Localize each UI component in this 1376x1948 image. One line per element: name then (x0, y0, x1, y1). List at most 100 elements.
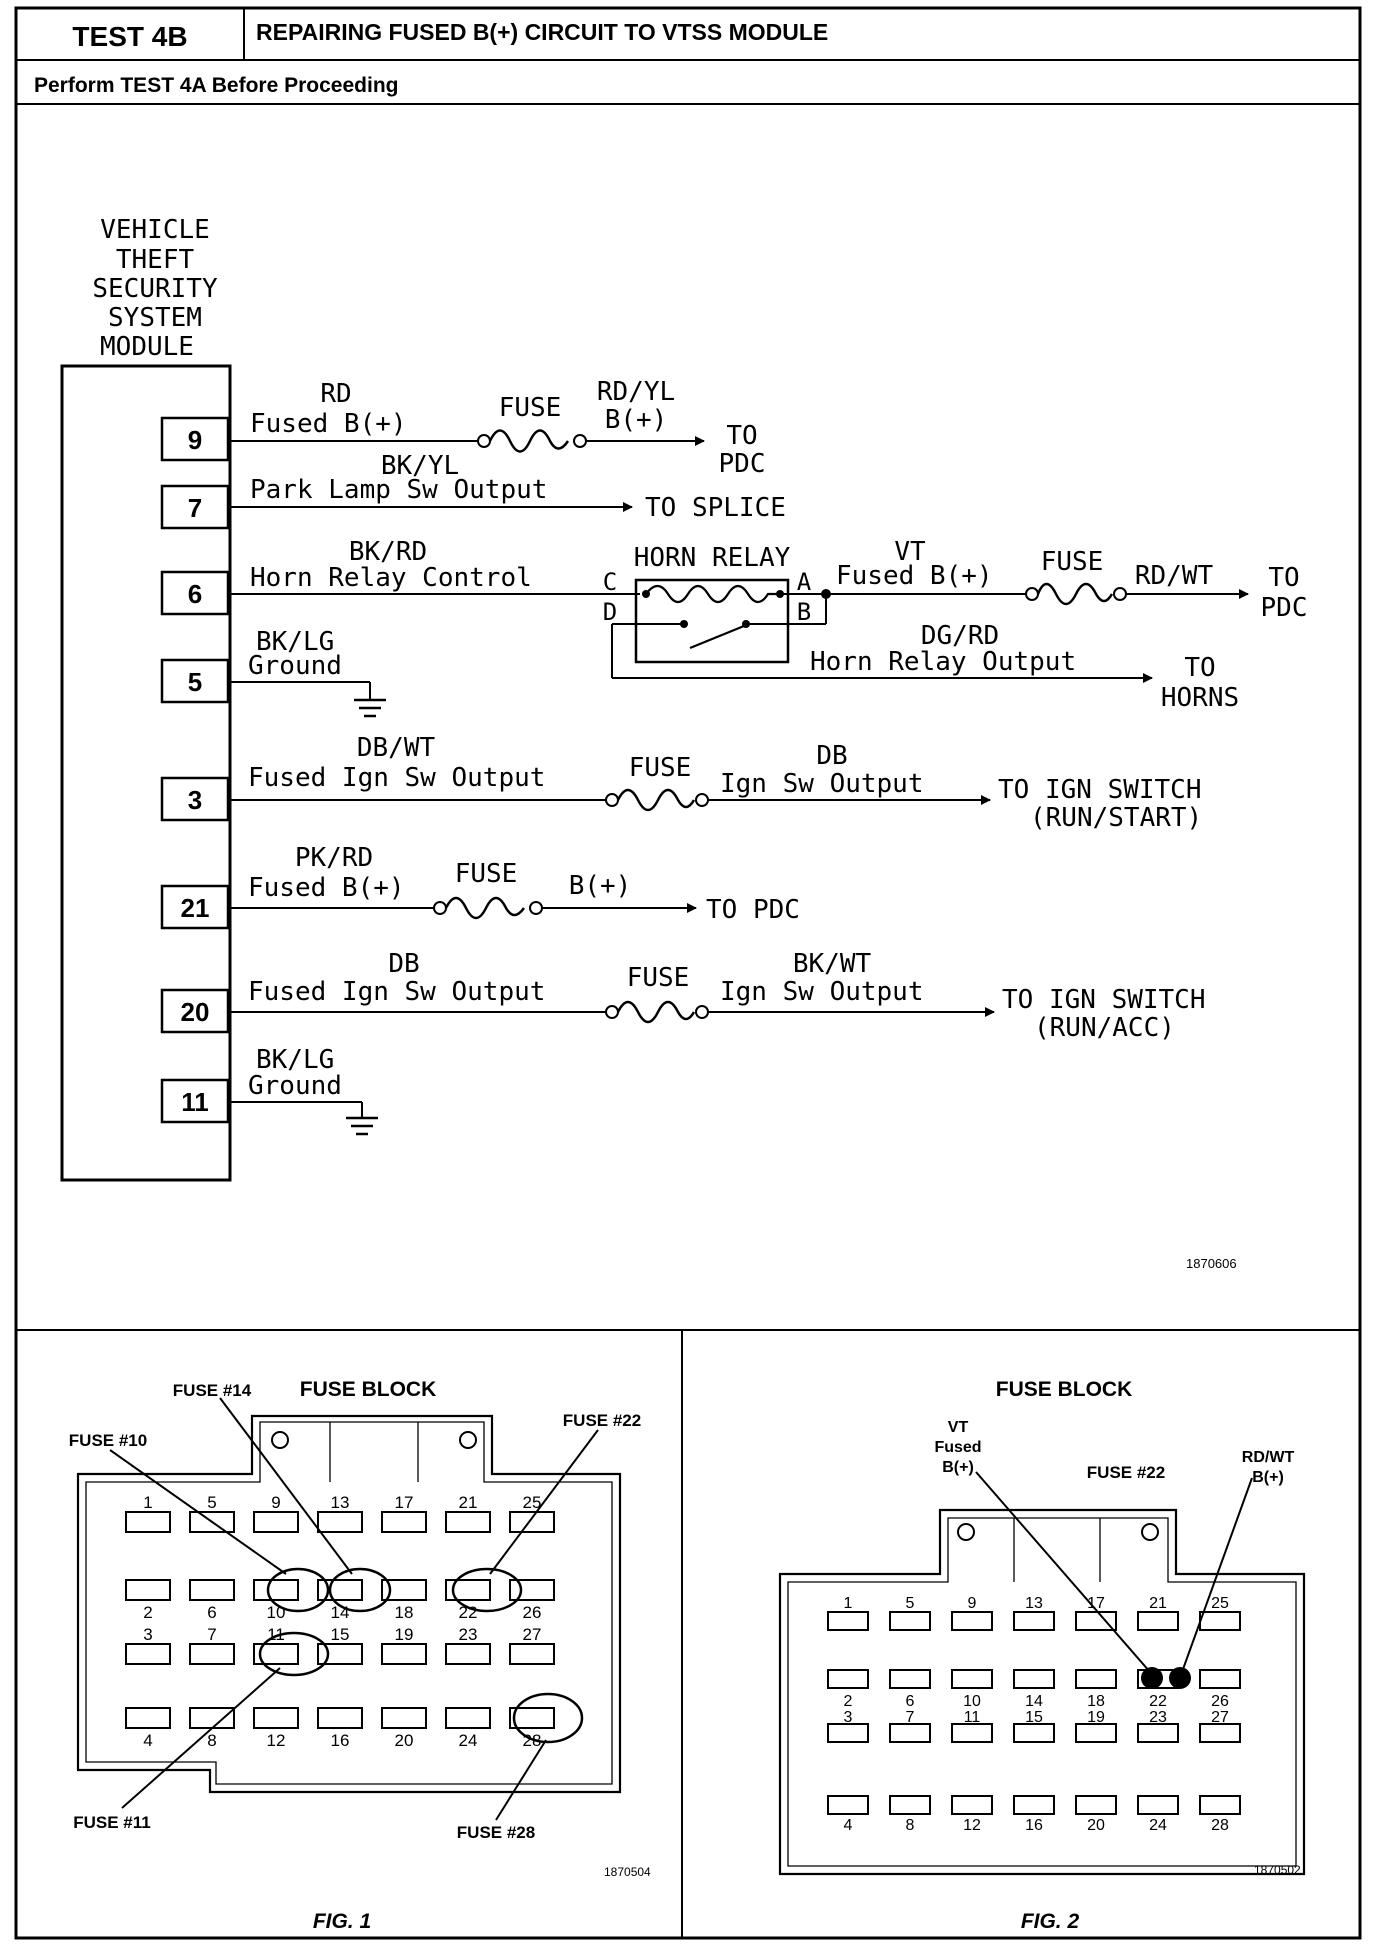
fuse-slot-number: 21 (459, 1493, 478, 1512)
destination: TO (726, 421, 757, 451)
fig1-highlight-22 (451, 1567, 523, 1613)
circuit-pin-7: BK/YL Park Lamp Sw Output TO SPLICE (230, 451, 786, 523)
circuit-pin-20: DB Fused Ign Sw Output FUSE BK/WT Ign Sw… (230, 949, 1206, 1043)
fig1-figure-number: 1870504 (604, 1865, 651, 1879)
fuse-slot (317, 1579, 363, 1601)
fig1-callout: FUSE #10 (69, 1431, 147, 1450)
destination: TO IGN SWITCH (1002, 985, 1206, 1015)
vtss-module (60, 364, 232, 1182)
fuse-slot (1013, 1795, 1055, 1815)
destination: (RUN/START) (1030, 803, 1202, 833)
fig2-title: FUSE BLOCK (996, 1378, 1133, 1401)
fig1-highlight-10 (266, 1567, 330, 1613)
circuit-name: Horn Relay Output (810, 647, 1076, 677)
circuit-name: Ground (248, 651, 342, 681)
fuse-slot (1013, 1611, 1055, 1631)
terminal-b: B (797, 598, 811, 626)
fuse-slot-number: 8 (906, 1817, 915, 1834)
relay-switch-arm (689, 624, 745, 650)
fig1-callout: FUSE #11 (73, 1813, 151, 1832)
circuit-pin-3: DB/WT Fused Ign Sw Output FUSE DB Ign Sw… (230, 733, 1202, 833)
fuse-slot (951, 1723, 993, 1743)
pin-box-7 (160, 484, 230, 530)
fuse-slot (509, 1511, 555, 1533)
pin-number: 6 (188, 579, 202, 609)
fuse-slot (509, 1579, 555, 1601)
fuse-slot (1199, 1669, 1241, 1689)
fuse-slot-number: 9 (271, 1493, 280, 1512)
fig2-mount-hole (1141, 1523, 1159, 1541)
wire-color: RD (320, 379, 351, 409)
fuse-symbol (488, 429, 570, 453)
fig1-leader (489, 1429, 599, 1575)
fig1-mount-hole (271, 1431, 289, 1449)
pin-box-11 (160, 1078, 230, 1124)
fuse-slot-number: 22 (1149, 1693, 1167, 1710)
fig2-block-outline (778, 1508, 1306, 1876)
fig1-leader (121, 1667, 281, 1809)
pin-number: 7 (188, 493, 202, 523)
fuse-slot (445, 1643, 491, 1665)
fuse-label: FUSE (629, 753, 692, 783)
fuse-slot (317, 1707, 363, 1729)
fuse-slot (889, 1723, 931, 1743)
fig2-callout: Fused (934, 1439, 981, 1456)
fuse-slot (1137, 1795, 1179, 1815)
fuse-slot-number: 15 (1025, 1709, 1043, 1726)
fuse-symbol (616, 1000, 696, 1024)
fuse-slot-number: 7 (207, 1625, 216, 1644)
fuse-slot-number: 7 (906, 1709, 915, 1726)
fig2-leader (975, 1471, 1151, 1673)
fuse-slot-number: 24 (1149, 1817, 1167, 1834)
wire-color: BK/LG (256, 1045, 334, 1075)
module-label: VEHICLE THEFT SECURITY SYSTEM MODULE (92, 215, 218, 362)
fuse-slot (1075, 1723, 1117, 1743)
fuse-slot (1013, 1723, 1055, 1743)
fuse-slot (1199, 1795, 1241, 1815)
fig2-figure-number: 1870502 (1254, 1863, 1301, 1877)
fuse-slot-number: 26 (1211, 1693, 1229, 1710)
fuse-slot (125, 1511, 171, 1533)
destination: TO (1184, 653, 1215, 683)
fuse-slot (1199, 1723, 1241, 1743)
fuse-terminal (695, 793, 709, 807)
fig1-caption: FIG. 1 (313, 1910, 371, 1933)
pin-number: 3 (188, 785, 202, 815)
terminal-c: C (603, 568, 617, 596)
fig2-caption: FIG. 2 (1021, 1910, 1080, 1933)
fuse-symbol (444, 896, 526, 920)
wire-color: BK/RD (349, 537, 427, 567)
fig2-probe-point (1169, 1667, 1191, 1689)
fuse-symbol (1036, 582, 1114, 606)
fuse-slot (125, 1643, 171, 1665)
destination: TO SPLICE (645, 493, 786, 523)
horn-relay-label: HORN RELAY (634, 543, 791, 573)
fuse-slot-number: 6 (906, 1693, 915, 1710)
destination: PDC (1261, 593, 1308, 623)
test-id: TEST 4B (72, 21, 187, 52)
fig2-callout: VT (948, 1419, 969, 1436)
destination: (RUN/ACC) (1034, 1013, 1175, 1043)
fuse-slot-number: 4 (844, 1817, 853, 1834)
fuse-slot (189, 1643, 235, 1665)
fuse-slot (253, 1643, 299, 1665)
fuse-slot-number: 10 (267, 1603, 286, 1622)
fuse-slot-number: 23 (459, 1625, 478, 1644)
fuse-slot (125, 1707, 171, 1729)
fig1-highlight-14 (328, 1567, 392, 1613)
pin-box-9 (160, 416, 230, 462)
fuse-slot-number: 20 (1087, 1817, 1105, 1834)
fuse-slot (1075, 1611, 1117, 1631)
fuse-slot (951, 1669, 993, 1689)
fig2-callout: FUSE #22 (1087, 1463, 1165, 1482)
terminal-a: A (797, 568, 812, 596)
fuse-slot-number: 27 (1211, 1709, 1229, 1726)
page-title: REPAIRING FUSED B(+) CIRCUIT TO VTSS MOD… (256, 19, 828, 45)
terminal-d: D (603, 598, 617, 626)
wire-color: RD/WT (1135, 561, 1214, 591)
fig1-callout: FUSE #14 (173, 1381, 252, 1400)
